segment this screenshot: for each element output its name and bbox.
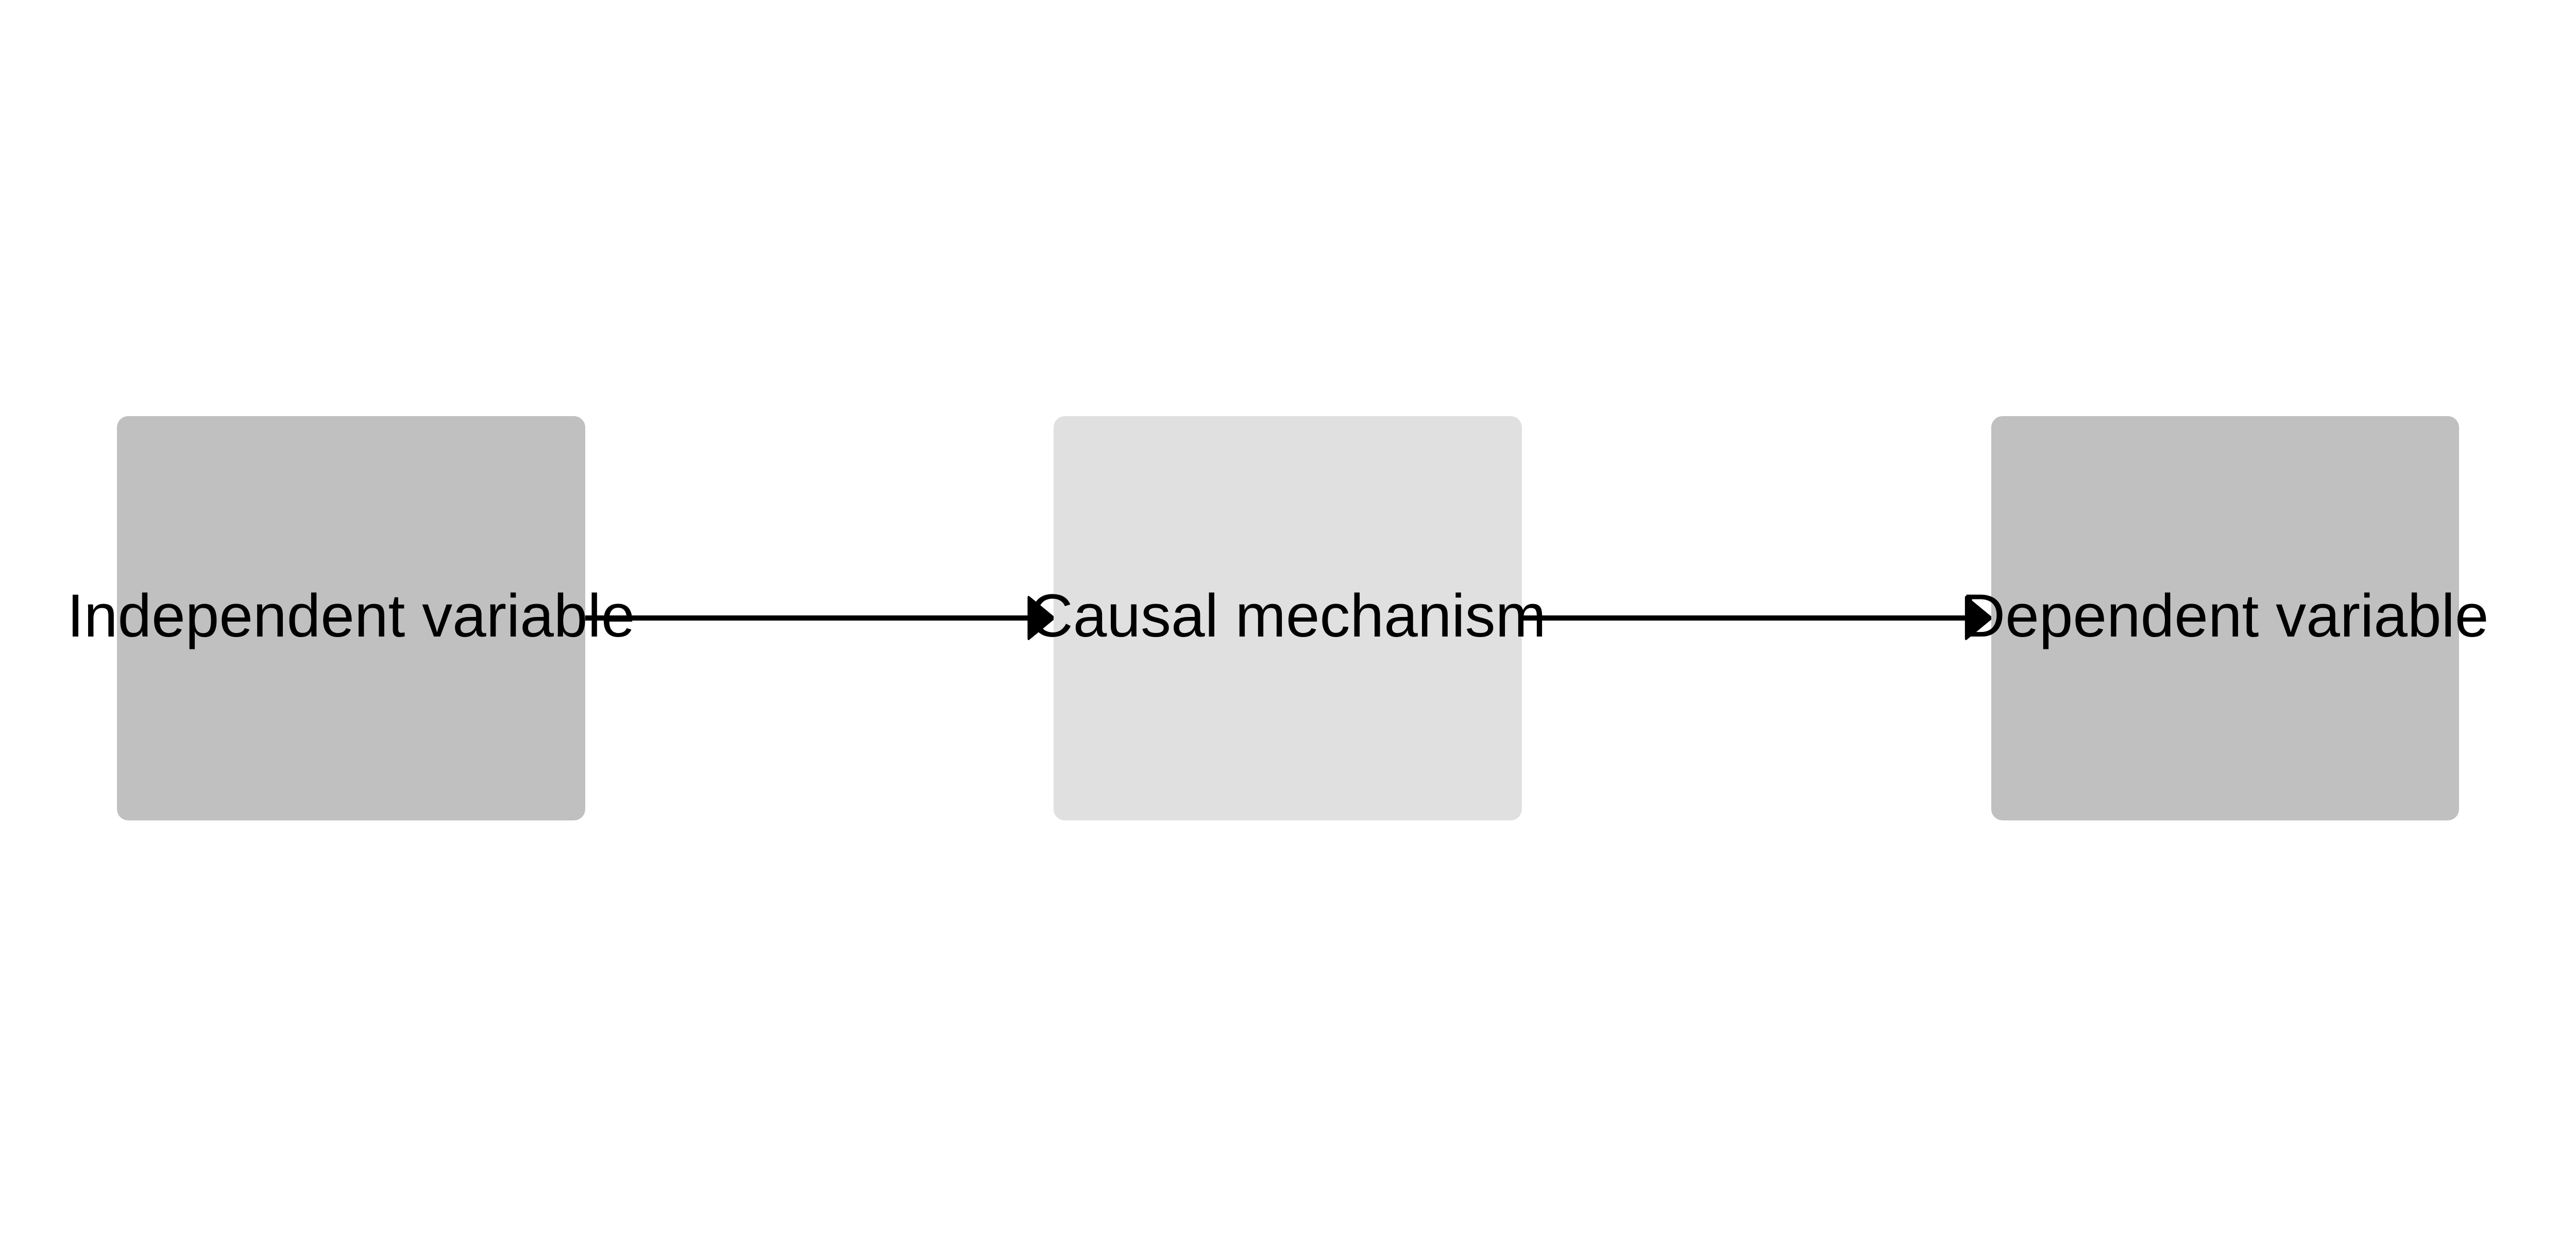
arrowhead-icon bbox=[1964, 596, 1992, 640]
node-independent-variable: Independent variable bbox=[67, 416, 635, 820]
arrowhead-icon bbox=[1027, 596, 1055, 640]
edge-mechanism-to-dependent bbox=[1520, 596, 1992, 640]
edge-independent-to-mechanism bbox=[583, 596, 1055, 640]
node-label: Dependent variable bbox=[1961, 581, 2489, 650]
node-label: Independent variable bbox=[67, 581, 635, 650]
node-dependent-variable: Dependent variable bbox=[1961, 416, 2488, 820]
node-causal-mechanism: Causal mechanism bbox=[1029, 416, 1546, 820]
node-label: Causal mechanism bbox=[1029, 581, 1546, 650]
